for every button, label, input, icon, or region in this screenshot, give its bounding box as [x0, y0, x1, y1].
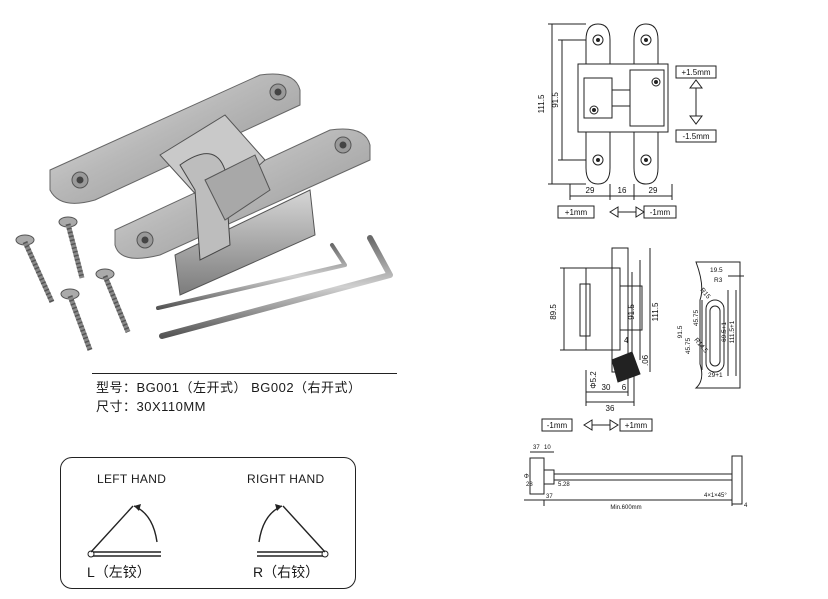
dim-91-5-cutout: 91.5 — [677, 325, 684, 338]
dim-29-right: 29 — [649, 186, 658, 195]
dim-4: 4 — [624, 336, 629, 345]
dim-29-left: 29 — [586, 186, 595, 195]
hinge-product-illustration — [15, 73, 393, 351]
dim-chamfer: 4×1×45° — [704, 493, 727, 499]
dim-10: 10 — [544, 445, 551, 451]
dim-min-600: Min.600mm — [610, 505, 641, 511]
dim-19-5: 19.5 — [710, 267, 723, 274]
hinge-upper-plate — [49, 73, 301, 204]
dim-91-5-side: 91.5 — [627, 304, 636, 320]
dim-37-b: 37 — [546, 494, 553, 500]
dim-4-bottom: 4 — [744, 503, 748, 509]
dim-16: 16 — [618, 186, 627, 195]
dim-06: .06 — [641, 354, 650, 366]
front-view-drawing — [548, 23, 717, 219]
right-hand-door-icon — [257, 504, 329, 558]
dim-69-5: 69.5+1 — [721, 322, 728, 342]
dim-111-5-cutout: 111.5+1 — [729, 320, 736, 343]
dim-111-5-side: 111.5 — [651, 302, 660, 321]
adj-minus-vertical: -1.5mm — [682, 132, 709, 141]
dim-89-5: 89.5 — [549, 304, 558, 320]
dim-r14-5: R14.5 — [692, 337, 709, 355]
caption-divider — [92, 373, 397, 374]
left-hand-title: LEFT HAND — [97, 472, 167, 486]
hex-key-large — [159, 235, 393, 339]
adj-plus-vertical: +1.5mm — [681, 68, 710, 77]
screw-4 — [95, 268, 131, 333]
dim-phi-5-2: Φ5.2 — [589, 371, 598, 389]
dim-r3: R3 — [714, 277, 723, 284]
dim-30: 30 — [602, 383, 611, 392]
bottom-view-drawing — [524, 451, 743, 506]
dim-5-28: 5.28 — [558, 482, 570, 488]
screw-2 — [58, 216, 85, 279]
left-hand-caption: L（左铰） — [87, 564, 151, 580]
hinge-body — [159, 114, 316, 296]
adj-plus-side: +1mm — [625, 421, 648, 430]
adj-minus-horizontal: -1mm — [650, 208, 671, 217]
left-hand-door-icon — [87, 504, 161, 558]
dim-91-5: 91.5 — [551, 92, 560, 108]
dim-45-75-b: 45.75 — [685, 337, 692, 354]
model-caption: 型号：BG001（左开式） BG002（右开式） — [96, 380, 362, 395]
hand-orientation-panel: LEFT HAND RIGHT HAND L（左铰） R（右铰） — [60, 457, 356, 589]
adj-plus-horizontal: +1mm — [565, 208, 588, 217]
size-caption: 尺寸：30X110MM — [96, 399, 207, 414]
dim-36: 36 — [606, 404, 615, 413]
screw-1 — [15, 234, 55, 304]
dim-29-cutout: 29+1 — [708, 372, 723, 379]
hex-key-small — [156, 243, 347, 310]
side-view-drawing — [541, 247, 653, 432]
dim-6: 6 — [622, 383, 627, 392]
right-hand-caption: R（右铰） — [253, 564, 320, 580]
hand-diagram — [87, 504, 329, 558]
cutout-view-drawing — [694, 261, 744, 389]
dim-37: 37 — [533, 445, 540, 451]
dim-28: 28 — [526, 482, 533, 488]
screw-3 — [60, 288, 93, 351]
technical-drawings: 111.5 91.5 29 16 29 +1.5mm -1.5mm +1mm -… — [524, 23, 748, 511]
dim-45-75-a: 45.75 — [693, 309, 700, 326]
right-hand-title: RIGHT HAND — [247, 472, 325, 486]
dim-111-5: 111.5 — [537, 94, 546, 113]
adj-minus-side: -1mm — [547, 421, 568, 430]
dim-phi: Φ — [524, 474, 529, 480]
